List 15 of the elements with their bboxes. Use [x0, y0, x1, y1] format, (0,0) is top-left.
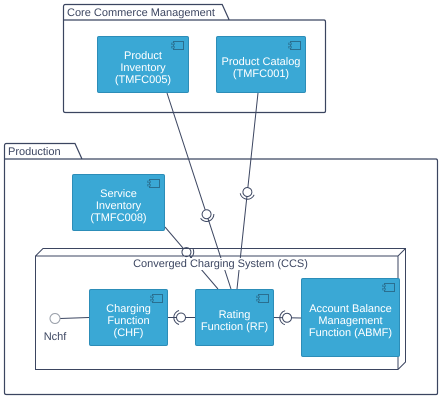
component-box: Account Balance Management Function (ABMF)	[301, 278, 400, 357]
component-box: Rating Function (RF)	[195, 289, 274, 346]
ball-and-socket-connector	[274, 310, 302, 326]
component-box: Product Inventory (TMFC005)	[97, 36, 189, 93]
ball-and-socket-connector	[166, 92, 232, 290]
ball-and-socket-connector	[236, 92, 258, 290]
component-box: Charging Function (CHF)	[89, 289, 168, 346]
package-title: Production	[8, 146, 61, 158]
ball-and-socket-connector	[168, 310, 196, 325]
node-title: Converged Charging System (CCS)	[132, 258, 309, 270]
interface-label: Nchf	[43, 331, 67, 343]
package-title: Core Commerce Management	[67, 7, 215, 19]
component-box: Product Catalog (TMFC001)	[216, 36, 306, 93]
connector	[60, 317, 90, 319]
component-box: Service Inventory (TMFC008)	[72, 174, 165, 231]
